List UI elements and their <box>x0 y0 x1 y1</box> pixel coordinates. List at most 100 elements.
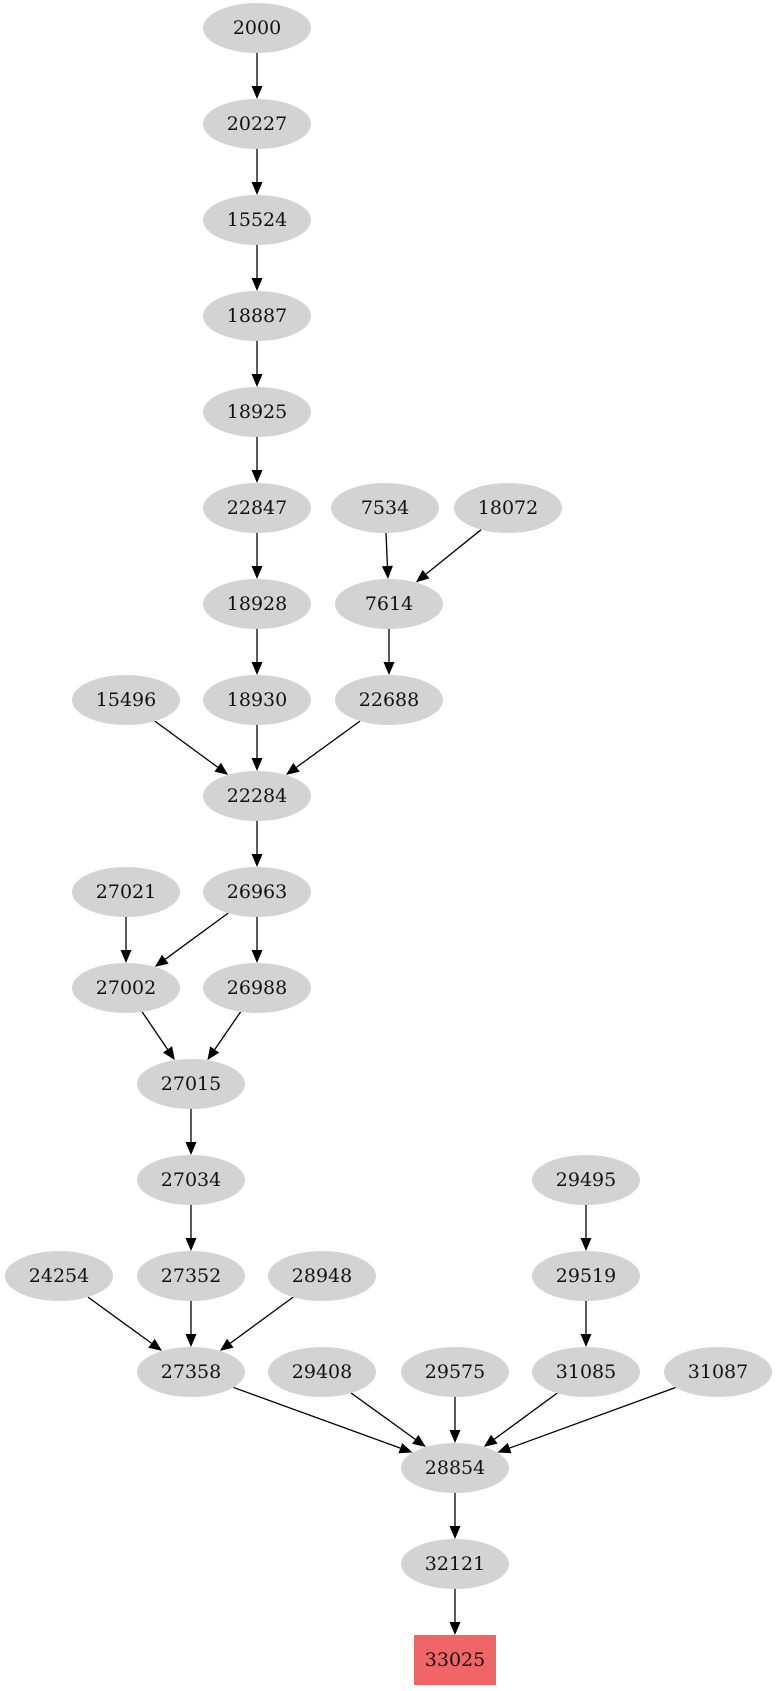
node-ellipse[interactable] <box>203 3 311 53</box>
graph-node-24254[interactable]: 24254 <box>5 1251 113 1301</box>
graph-node-29575[interactable]: 29575 <box>401 1347 509 1397</box>
node-ellipse[interactable] <box>137 1059 245 1109</box>
node-label: 22688 <box>359 689 419 711</box>
arrowhead-icon <box>449 1622 461 1635</box>
edge-2000-to-20227 <box>251 53 263 99</box>
node-label: 29575 <box>425 1361 485 1383</box>
edge-18072-to-7614 <box>415 529 482 583</box>
graph-node-15524[interactable]: 15524 <box>203 195 311 245</box>
node-ellipse[interactable] <box>401 1539 509 1589</box>
graph-node-18928[interactable]: 18928 <box>203 579 311 629</box>
graph-node-22847[interactable]: 22847 <box>203 483 311 533</box>
node-label: 7534 <box>361 497 409 519</box>
node-ellipse[interactable] <box>532 1347 640 1397</box>
node-ellipse[interactable] <box>203 291 311 341</box>
node-ellipse[interactable] <box>137 1155 245 1205</box>
node-ellipse[interactable] <box>72 963 180 1013</box>
node-ellipse[interactable] <box>268 1251 376 1301</box>
node-ellipse[interactable] <box>203 963 311 1013</box>
graph-node-31087[interactable]: 31087 <box>664 1347 772 1397</box>
node-ellipse[interactable] <box>532 1251 640 1301</box>
graph-node-20227[interactable]: 20227 <box>203 99 311 149</box>
graph-node-2000[interactable]: 2000 <box>203 3 311 53</box>
graph-node-29519[interactable]: 29519 <box>532 1251 640 1301</box>
edge-27002-to-27015 <box>141 1011 175 1061</box>
graph-node-29408[interactable]: 29408 <box>268 1347 376 1397</box>
node-ellipse[interactable] <box>664 1347 772 1397</box>
edge-32121-to-33025 <box>449 1589 461 1635</box>
graph-node-26988[interactable]: 26988 <box>203 963 311 1013</box>
node-ellipse[interactable] <box>137 1251 245 1301</box>
graph-node-27021[interactable]: 27021 <box>72 867 180 917</box>
node-ellipse[interactable] <box>5 1251 113 1301</box>
edge-15496-to-22284 <box>154 720 229 775</box>
graph-node-27358[interactable]: 27358 <box>137 1347 245 1397</box>
graph-node-18930[interactable]: 18930 <box>203 675 311 725</box>
graph-node-27015[interactable]: 27015 <box>137 1059 245 1109</box>
node-ellipse[interactable] <box>203 771 311 821</box>
node-label: 18887 <box>227 305 287 327</box>
node-ellipse[interactable] <box>454 483 562 533</box>
node-ellipse[interactable] <box>72 867 180 917</box>
graph-node-7614[interactable]: 7614 <box>335 579 443 629</box>
graph-node-26963[interactable]: 26963 <box>203 867 311 917</box>
node-label: 27352 <box>161 1265 221 1287</box>
node-ellipse[interactable] <box>203 387 311 437</box>
node-label: 27021 <box>96 881 156 903</box>
node-label: 31087 <box>688 1361 748 1383</box>
node-label: 29408 <box>292 1361 352 1383</box>
graph-node-28854[interactable]: 28854 <box>401 1443 509 1493</box>
edge-24254-to-27358 <box>87 1296 163 1351</box>
graph-node-33025[interactable]: 33025 <box>414 1635 496 1685</box>
arrowhead-icon <box>251 854 263 867</box>
graph-node-27002[interactable]: 27002 <box>72 963 180 1013</box>
node-ellipse[interactable] <box>203 483 311 533</box>
arrowhead-icon <box>185 1142 197 1155</box>
arrowhead-icon <box>251 182 263 195</box>
node-ellipse[interactable] <box>401 1443 509 1493</box>
node-ellipse[interactable] <box>335 579 443 629</box>
node-ellipse[interactable] <box>401 1347 509 1397</box>
graph-node-32121[interactable]: 32121 <box>401 1539 509 1589</box>
graph-node-18072[interactable]: 18072 <box>454 483 562 533</box>
node-ellipse[interactable] <box>532 1155 640 1205</box>
edge-22688-to-22284 <box>285 720 361 775</box>
edge-7534-to-7614 <box>381 532 393 580</box>
edge-26963-to-27002 <box>154 912 229 967</box>
edge-22847-to-18928 <box>251 533 263 579</box>
node-ellipse[interactable] <box>203 195 311 245</box>
node-label: 24254 <box>29 1265 89 1287</box>
arrowhead-icon <box>449 1526 461 1539</box>
node-ellipse[interactable] <box>203 99 311 149</box>
graph-node-18887[interactable]: 18887 <box>203 291 311 341</box>
edge-31087-to-28854 <box>497 1386 676 1454</box>
graph-node-18925[interactable]: 18925 <box>203 387 311 437</box>
graph-node-22284[interactable]: 22284 <box>203 771 311 821</box>
arrowhead-icon <box>251 278 263 291</box>
node-ellipse[interactable] <box>72 675 180 725</box>
graph-nodes: 2000 20227 15524 18887 18925 22847 7534 18072 18… <box>5 3 772 1685</box>
edge-28948-to-27358 <box>219 1296 294 1351</box>
graph-node-29495[interactable]: 29495 <box>532 1155 640 1205</box>
node-ellipse[interactable] <box>335 675 443 725</box>
graph-node-15496[interactable]: 15496 <box>72 675 180 725</box>
graph-node-31085[interactable]: 31085 <box>532 1347 640 1397</box>
target-node-box[interactable] <box>414 1635 496 1685</box>
node-ellipse[interactable] <box>203 867 311 917</box>
graph-node-7534[interactable]: 7534 <box>331 483 439 533</box>
arrowhead-icon <box>148 1338 163 1351</box>
graph-node-27352[interactable]: 27352 <box>137 1251 245 1301</box>
edge-31085-to-28854 <box>483 1392 558 1447</box>
node-ellipse[interactable] <box>203 675 311 725</box>
node-ellipse[interactable] <box>331 483 439 533</box>
edge-15524-to-18887 <box>251 245 263 291</box>
graph-node-28948[interactable]: 28948 <box>268 1251 376 1301</box>
node-label: 22847 <box>227 497 287 519</box>
graph-node-22688[interactable]: 22688 <box>335 675 443 725</box>
node-ellipse[interactable] <box>137 1347 245 1397</box>
node-label: 27015 <box>161 1073 221 1095</box>
arrowhead-icon <box>214 762 229 775</box>
node-ellipse[interactable] <box>203 579 311 629</box>
node-ellipse[interactable] <box>268 1347 376 1397</box>
graph-node-27034[interactable]: 27034 <box>137 1155 245 1205</box>
